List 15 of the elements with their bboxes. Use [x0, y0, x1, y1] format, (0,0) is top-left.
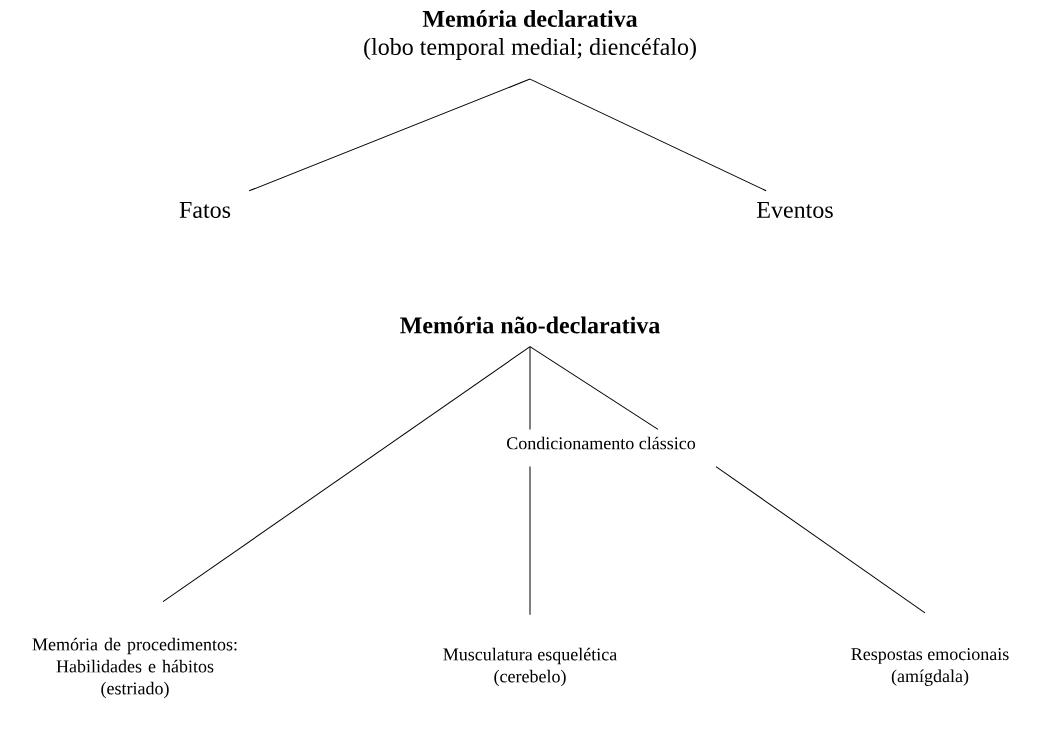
term-label: Fatos: [179, 202, 231, 218]
term-label: Eventos: [757, 202, 833, 218]
connector-line: [529, 78, 767, 192]
connector-line: [715, 466, 926, 614]
term-label: Respostas emocionais (amígdala): [851, 648, 1009, 686]
connector-line: [248, 78, 531, 192]
term-label: Condicionamento clássico: [507, 436, 696, 450]
term-label: Musculatura esquelética (cerebelo): [443, 647, 617, 687]
connector-line: [529, 466, 531, 616]
connector-line: [162, 346, 531, 603]
connector-line: [529, 346, 659, 430]
heading-label: Memória não-declarativa: [400, 316, 660, 334]
connector-line: [529, 346, 531, 430]
heading-label: Memória declarativa (lobo temporal medial; diencéfalo): [364, 10, 696, 60]
term-label: Memória de procedimentos: Habilidades e hábitos (estriado): [32, 637, 237, 699]
